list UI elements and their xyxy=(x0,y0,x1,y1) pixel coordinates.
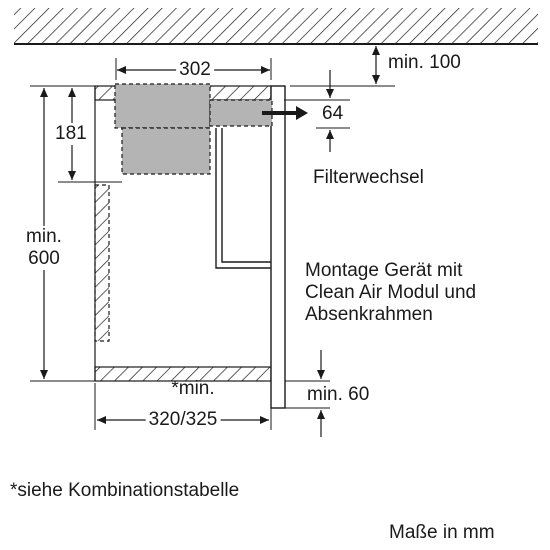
description-line-3: Absenkrahmen xyxy=(305,304,433,325)
dimension-ceiling-gap xyxy=(290,46,395,87)
footnote-label: *siehe Kombinationstabelle xyxy=(10,480,240,501)
height-181-label: 181 xyxy=(52,123,90,145)
width-min-label: *min. xyxy=(171,378,215,399)
appliance-outline xyxy=(215,128,271,269)
height-min-600-label: min. 600 xyxy=(23,226,65,270)
cabinet-side-wall xyxy=(94,86,110,381)
filter-change-label: Filterwechsel xyxy=(313,167,424,188)
description-label: Montage Gerät mit Clean Air Modul und Ab… xyxy=(305,260,545,326)
ceiling xyxy=(14,8,538,45)
units-label: Maße in mm xyxy=(389,522,495,543)
description-line-1: Montage Gerät mit xyxy=(305,260,463,281)
width-320-325-label: 320/325 xyxy=(145,409,221,431)
description-line-2: Clean Air Modul und xyxy=(305,282,477,303)
height-min-600-line-2: 600 xyxy=(28,248,60,269)
front-panel xyxy=(270,85,286,409)
height-min-600-line-1: min. xyxy=(26,226,62,247)
ceiling-gap-label: min. 100 xyxy=(388,52,461,73)
dimension-min-60 xyxy=(285,350,330,437)
bottom-gap-label: min. 60 xyxy=(307,384,370,405)
clean-air-module xyxy=(114,83,273,175)
offset-64-label: 64 xyxy=(322,103,344,124)
filter-change-arrow xyxy=(262,106,308,120)
dimension-302-label: 302 xyxy=(176,59,214,81)
dimension-64 xyxy=(284,70,350,152)
